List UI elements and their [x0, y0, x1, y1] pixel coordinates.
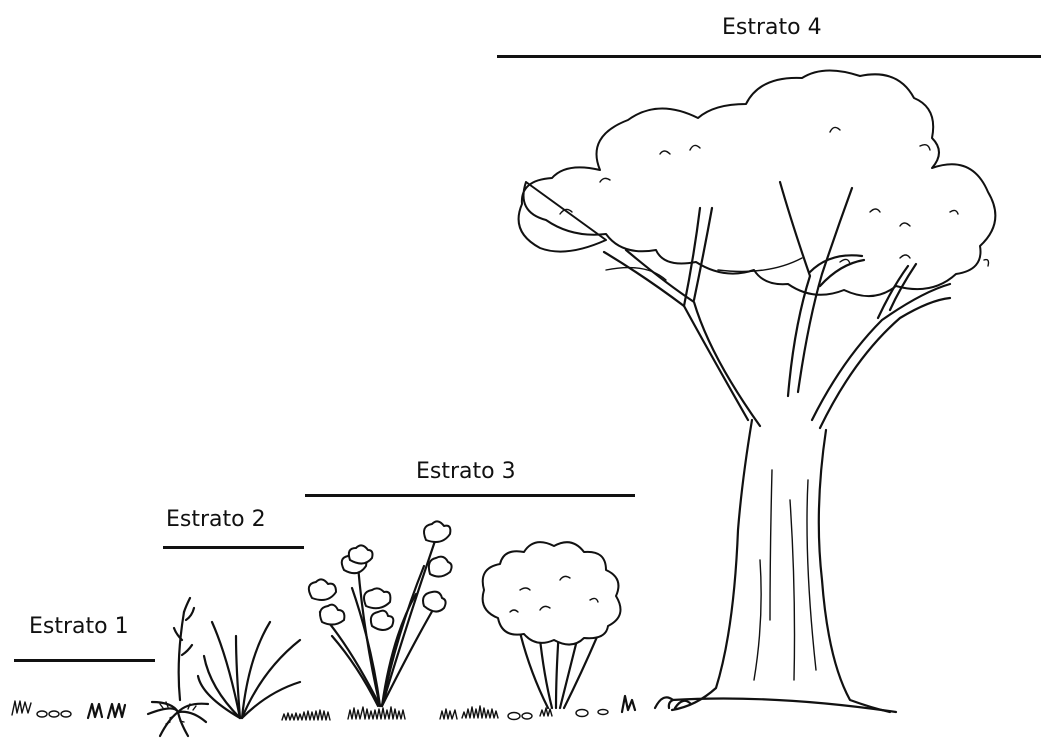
- stratum-3-bar: [305, 494, 635, 497]
- shrub: [483, 542, 621, 708]
- stratum-1-label: Estrato 1: [29, 614, 129, 639]
- ground-grass: [12, 696, 691, 720]
- stratum-4-bar: [497, 55, 1041, 58]
- ground-fern: [148, 702, 208, 736]
- stratum-1-bar: [14, 659, 155, 662]
- stratum-3-label: Estrato 3: [416, 459, 516, 484]
- flowering-herb: [309, 521, 452, 706]
- stratum-2-label: Estrato 2: [166, 507, 266, 532]
- stratum-4-label: Estrato 4: [722, 15, 822, 40]
- herb-tuft: [174, 598, 300, 718]
- stratum-2-bar: [163, 546, 304, 549]
